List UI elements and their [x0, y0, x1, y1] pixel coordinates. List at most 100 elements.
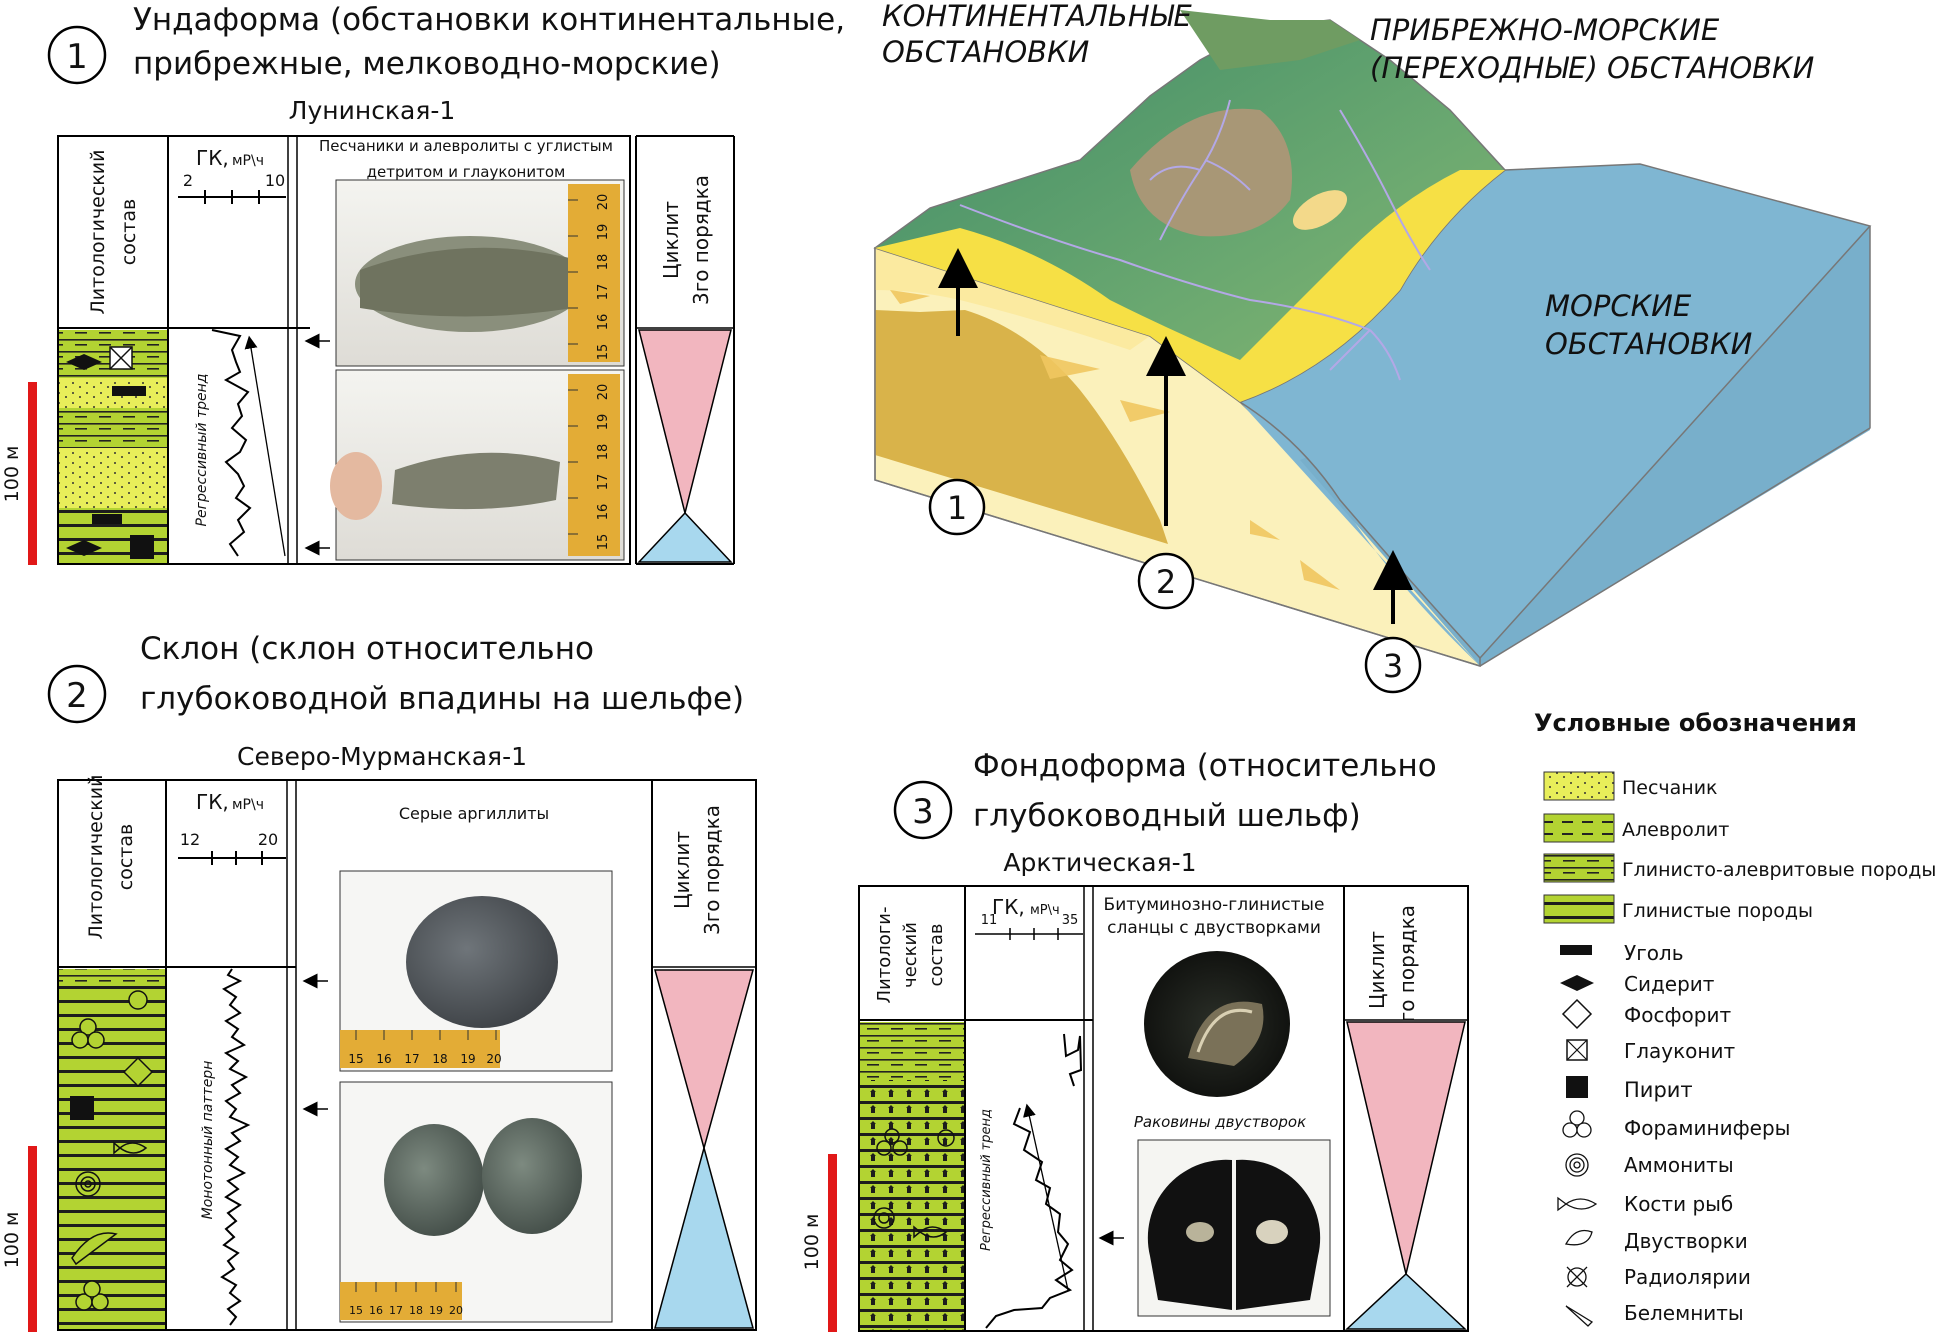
svg-text:1: 1 — [947, 489, 967, 527]
svg-text:17: 17 — [596, 284, 611, 301]
section-3-photo-2 — [1137, 1139, 1331, 1317]
legend-label-pyrite: Пирит — [1624, 1078, 1693, 1102]
section-3-lith-header-2: ческий — [900, 922, 921, 988]
section-3-gk-label: ГК, — [992, 895, 1025, 919]
section-3-title-line1: Фондоформа (относительно — [973, 748, 1437, 784]
svg-text:18: 18 — [596, 254, 611, 271]
siderite-icon — [66, 354, 102, 370]
section-2-number-circle — [47, 664, 107, 724]
section-1-title-line1: Ундаформа (обстановки континентальные, — [133, 2, 845, 38]
svg-text:2: 2 — [1156, 563, 1176, 601]
legend-label-clay-silt: Глинисто-алевритовые породы — [1622, 859, 1936, 881]
section-1-photo-1: 20 19 18 17 16 15 — [335, 179, 625, 367]
block-coastal-belt — [875, 170, 1505, 402]
fish-bones-icon — [913, 1225, 948, 1239]
legend-label-siderite: Сидерит — [1624, 972, 1715, 996]
section-2-title-line2: глубоководной впадины на шельфе) — [140, 681, 744, 717]
section-3-photo2-caption: Раковины двустворок — [1134, 1113, 1306, 1131]
legend-swatch-siltstone — [1543, 813, 1615, 843]
section-2-cycle-label-2: 3го порядка — [700, 805, 724, 935]
siderite-icon — [1560, 975, 1594, 991]
belemnite-icon — [71, 1232, 118, 1266]
section-1-photo-caption-2: детритом и глауконитом — [367, 163, 566, 181]
section-3-frame — [858, 885, 1469, 1332]
ammonite-icon — [75, 1171, 101, 1197]
siderite-icon — [66, 540, 102, 556]
legend-swatch-clay — [1543, 894, 1615, 924]
section-3-lith-header-3: состав — [926, 924, 947, 987]
svg-text:17: 17 — [404, 1052, 419, 1066]
block-marker-1 — [928, 478, 986, 536]
section-3-cycle-transgressive — [1345, 1272, 1467, 1330]
section-3-photo-caption-2: сланцы с двустворками — [1107, 918, 1321, 938]
pyrite-icon — [1566, 1076, 1588, 1098]
bivalve-icon — [1564, 1229, 1593, 1246]
section-2-cycle-transgressive — [654, 1145, 754, 1329]
section-3: 3 Фондоформа (относительно глубоководный… — [801, 748, 1469, 1332]
section-3-cycle-label-1: Циклит — [1365, 931, 1389, 1009]
svg-text:15: 15 — [596, 534, 611, 551]
section-3-number: 3 — [912, 792, 934, 832]
legend: Условные обозначения Песчаник Алевролит … — [1534, 709, 1936, 1327]
legend-swatch-sandstone — [1543, 771, 1615, 801]
section-3-cycle-label-2: 3го порядка — [1395, 905, 1419, 1035]
legend-label-radiolaria: Радиолярии — [1624, 1265, 1751, 1289]
section-3-gk-min: 11 — [981, 913, 998, 928]
section-2-lith-column — [59, 969, 165, 1329]
section-1-cycle-regressive — [638, 329, 732, 514]
block-label-marine-1: МОРСКИЕ — [1545, 289, 1692, 323]
svg-text:16: 16 — [596, 314, 611, 331]
legend-title: Условные обозначения — [1534, 709, 1857, 737]
section-3-well-name: Арктическая-1 — [1003, 848, 1196, 877]
legend-label-clay: Глинистые породы — [1622, 900, 1813, 922]
legend-label-belemnites: Белемниты — [1624, 1301, 1744, 1325]
section-2-cycle-regressive — [654, 969, 754, 1151]
section-3-lith-header-1: Литологи- — [874, 907, 895, 1004]
section-2-cycle-label-1: Циклит — [670, 831, 694, 909]
block-label-marine-2: ОБСТАНОВКИ — [1545, 327, 1752, 361]
svg-text:18: 18 — [432, 1052, 447, 1066]
section-2-gk-log — [220, 968, 251, 1326]
pyrite-icon — [130, 535, 154, 559]
legend-label-foraminifera: Фораминиферы — [1624, 1116, 1790, 1140]
phosphorite-icon — [122, 1056, 154, 1088]
section-2-frame — [57, 779, 757, 1331]
section-2-scale-label: 100 м — [1, 1212, 23, 1269]
section-3-gk-unit: мР\ч — [1030, 903, 1060, 918]
fish-bones-icon — [113, 1141, 148, 1155]
svg-text:20: 20 — [596, 384, 611, 401]
section-1-gk-min: 2 — [183, 171, 193, 190]
section-1-gk-log — [211, 329, 252, 557]
svg-text:17: 17 — [596, 474, 611, 491]
ammonite-icon — [873, 1207, 895, 1229]
section-2-scale-bar — [28, 1146, 37, 1332]
section-1-cycle-label-1: Циклит — [659, 201, 683, 279]
radiolaria-icon — [128, 990, 148, 1010]
section-2-lith-header-2: состав — [115, 824, 137, 890]
block-label-continental-2: ОБСТАНОВКИ — [882, 35, 1089, 69]
block-label-continental-1: КОНТИНЕНТАЛЬНЫЕ — [882, 0, 1192, 33]
section-2-gk-max: 20 — [258, 830, 278, 849]
section-1-photo-2: 20 19 18 17 16 15 — [330, 369, 625, 561]
svg-text:17: 17 — [389, 1304, 403, 1317]
section-3-scale-label: 100 м — [801, 1214, 823, 1271]
phosphorite-icon — [1561, 998, 1593, 1030]
section-3-cycle-regressive — [1346, 1021, 1466, 1275]
section-1-lith-header: Литологический — [87, 150, 109, 315]
section-1-lith-header-2: состав — [118, 199, 140, 265]
svg-text:20: 20 — [449, 1304, 463, 1317]
svg-text:15: 15 — [596, 344, 611, 361]
radiolaria-icon — [1566, 1266, 1588, 1288]
foraminifera-icon — [71, 1018, 105, 1049]
svg-text:16: 16 — [376, 1052, 391, 1066]
section-1-gk-unit: мР\ч — [232, 153, 264, 169]
legend-swatch-clay-silt — [1543, 853, 1615, 883]
belemnite-icon — [1565, 1305, 1594, 1327]
legend-label-coal: Уголь — [1624, 941, 1684, 965]
svg-text:19: 19 — [596, 414, 611, 431]
radiolaria-icon — [937, 1129, 955, 1147]
svg-text:20: 20 — [596, 194, 611, 211]
section-3-trend-label: Регрессивный тренд — [979, 1109, 994, 1251]
section-1-trend-label: Регрессивный тренд — [194, 374, 210, 527]
